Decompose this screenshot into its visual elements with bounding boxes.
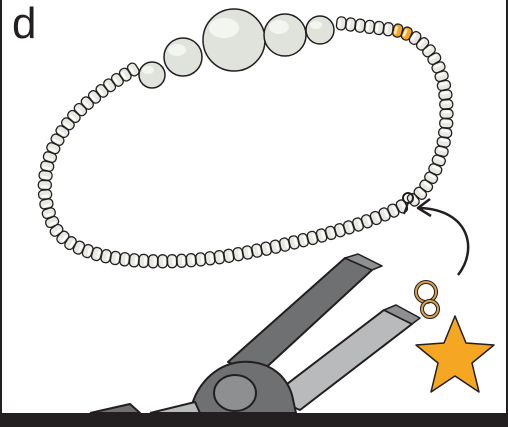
seed-bead xyxy=(177,254,187,267)
seed-bead xyxy=(158,255,167,268)
pearl-medium-left xyxy=(164,38,202,76)
seed-bead xyxy=(39,170,53,181)
pearl-small-right xyxy=(306,16,334,44)
pearls xyxy=(139,9,334,88)
seed-bead xyxy=(148,255,157,268)
seed-bead xyxy=(364,20,375,34)
curved-arrow-icon xyxy=(418,199,468,275)
seed-bead xyxy=(139,254,149,267)
seed-bead xyxy=(195,252,205,266)
seed-bead xyxy=(345,18,356,32)
seed-bead xyxy=(119,252,129,266)
pliers-icon xyxy=(90,254,420,413)
seed-bead xyxy=(223,249,234,263)
seed-bead xyxy=(374,21,385,35)
star-charm-icon xyxy=(416,282,494,392)
seed-bead xyxy=(383,22,394,36)
seed-bead xyxy=(440,99,453,109)
seed-bead xyxy=(129,253,139,267)
seed-bead xyxy=(38,180,51,189)
seed-bead xyxy=(214,250,225,264)
seed-bead xyxy=(355,19,366,33)
seed-bead xyxy=(205,251,215,265)
seed-bead xyxy=(186,253,196,267)
seed-bead xyxy=(439,118,453,128)
seed-bead xyxy=(440,109,453,118)
seed-bead xyxy=(336,16,347,30)
seed-bead xyxy=(438,90,452,101)
seed-bead xyxy=(38,189,52,199)
seed-bead xyxy=(167,255,176,268)
seed-bead xyxy=(438,127,452,138)
pearl-large-center xyxy=(203,9,265,71)
seed-bead xyxy=(110,251,121,265)
pearl-medium-right xyxy=(264,14,306,56)
pearl-small-left xyxy=(139,62,165,88)
